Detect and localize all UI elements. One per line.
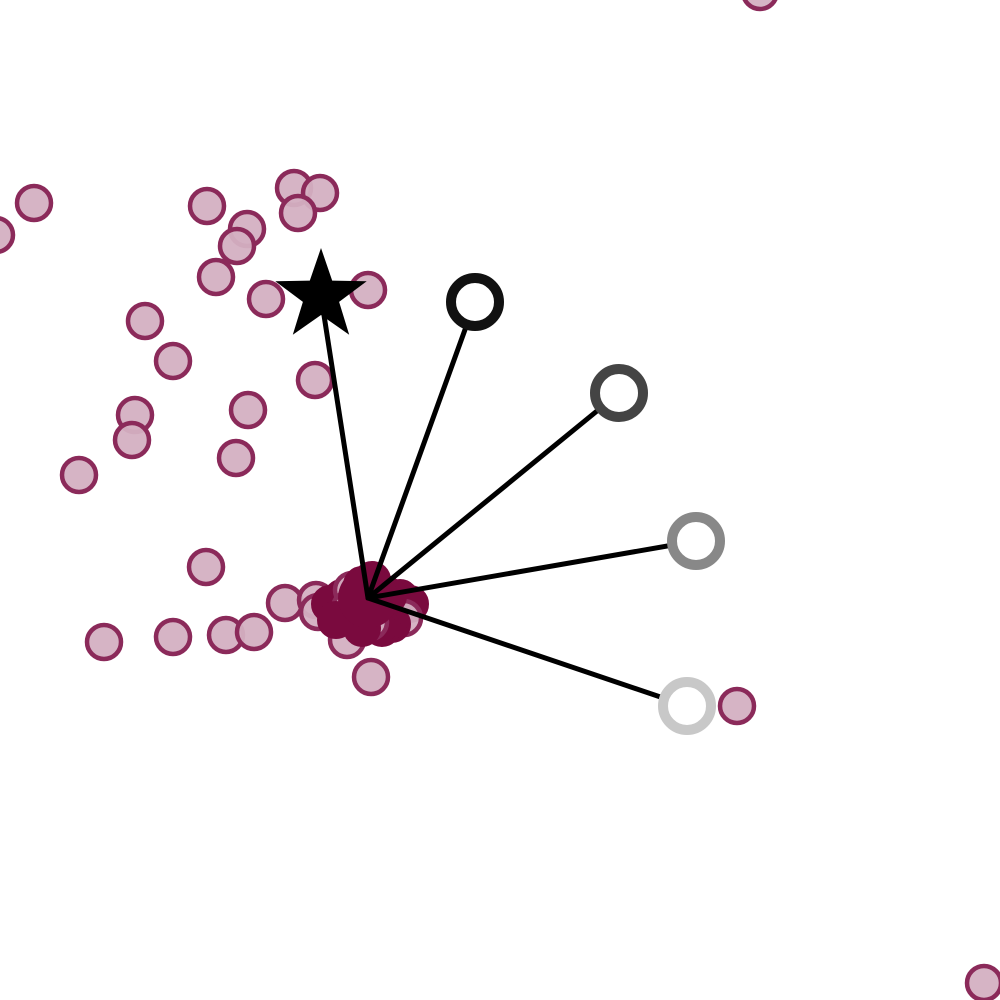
scatter-point — [153, 341, 193, 381]
spoke-to-ring-1 — [365, 299, 478, 601]
scatter-point — [217, 226, 257, 266]
spokes-layer — [318, 293, 699, 709]
scatter-point — [295, 360, 335, 400]
ring-marker-4 — [658, 677, 716, 735]
scatter-point — [348, 270, 388, 310]
markers-layer — [275, 248, 725, 735]
star-marker — [275, 248, 367, 335]
scatter-point — [196, 257, 236, 297]
scatter-point — [59, 455, 99, 495]
ring-marker-2 — [590, 364, 648, 422]
scatter-point — [153, 617, 193, 657]
scatter-point — [216, 438, 256, 478]
spoke-to-star — [318, 293, 371, 601]
spoke-to-ring-3 — [365, 538, 699, 601]
scatter-point — [265, 583, 305, 623]
scatter-point — [742, 0, 778, 12]
scatter-point — [14, 183, 54, 223]
scatter-point — [186, 547, 226, 587]
scatter-point — [964, 963, 1000, 1000]
scatter-point — [187, 186, 227, 226]
scatter-point — [0, 216, 16, 254]
ring-marker-1 — [446, 273, 504, 331]
scatter-point — [112, 420, 152, 460]
scatter-point — [234, 612, 274, 652]
scatter-point — [246, 279, 286, 319]
scatter-point — [278, 193, 318, 233]
scatter-point — [125, 301, 165, 341]
scatter-point — [717, 686, 757, 726]
scatter-point — [84, 622, 124, 662]
scatter-point — [351, 657, 391, 697]
spoke-to-ring-2 — [365, 390, 622, 601]
spoke-to-ring-4 — [365, 595, 690, 709]
scatter-point — [228, 390, 268, 430]
ring-marker-3 — [667, 512, 725, 570]
